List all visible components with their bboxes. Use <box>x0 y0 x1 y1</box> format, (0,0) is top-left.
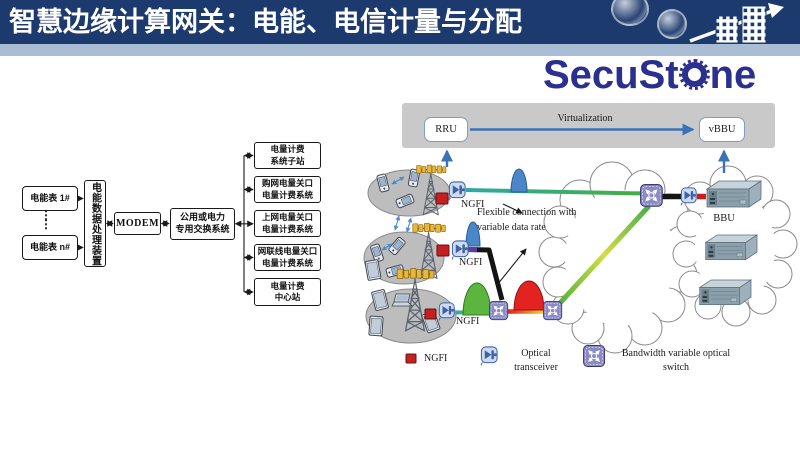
legend-transceiver-label: Optical transceiver <box>514 348 558 373</box>
bubble-decoration <box>657 9 687 39</box>
phone-icon <box>394 193 416 209</box>
server-icon <box>705 234 758 261</box>
laptop-icon <box>391 293 413 307</box>
station-box: 电量计费中心站 <box>254 278 321 306</box>
cell-tower-icon <box>396 267 435 332</box>
optical-switch-icon <box>641 185 663 207</box>
legend-ngfi-label: NGFI <box>424 353 448 364</box>
ngfi-markers <box>424 192 450 320</box>
optical-transceiver-icon <box>438 302 455 321</box>
gear-icon <box>678 59 710 90</box>
device-link-arrows <box>381 176 413 251</box>
phone-icon <box>376 173 390 193</box>
meter-n-box: 电能表 n# <box>22 235 78 260</box>
logo: SecuSt ne <box>543 53 756 98</box>
optical-transceiver-icon <box>680 187 697 206</box>
phone-icon <box>407 168 421 188</box>
phone-icon <box>387 236 407 256</box>
header-bar: 智慧边缘计算网关：电能、电信计量与分配 <box>0 0 800 44</box>
bbu-label: BBU <box>713 213 735 224</box>
slide-title: 智慧边缘计算网关：电能、电信计量与分配 <box>9 7 522 37</box>
bbu-pool-cloud <box>672 165 798 327</box>
optical-switch-icon <box>489 301 507 319</box>
header-accent-strip <box>0 44 800 56</box>
spectrum-bumps <box>462 168 545 316</box>
ngfi-label: NGFI <box>456 316 480 327</box>
legend-transceiver-icon <box>480 346 498 366</box>
cell-tower-icon <box>415 164 447 216</box>
virtualization-label: Virtualization <box>557 113 613 124</box>
meter-ellipsis: ⋮⋮ <box>40 208 52 231</box>
bubble-decoration <box>611 0 649 26</box>
modem-box: MODEM <box>114 212 161 235</box>
legend-switch-label: Bandwidth variable optical switch <box>621 348 731 373</box>
tablet-icon <box>421 310 441 334</box>
bbu-server-icon <box>706 180 762 208</box>
server-icon <box>699 279 752 306</box>
tablet-icon <box>370 288 390 312</box>
ngfi-label: NGFI <box>459 257 483 268</box>
tablet-icon <box>364 259 382 281</box>
vbbu-node: vBBU <box>699 117 745 142</box>
tablet-icon <box>368 315 384 337</box>
data-processor-box: 电能数据处理装置 <box>84 180 106 267</box>
station-box: 网联线电量关口电量计费系统 <box>254 244 321 271</box>
ngfi-label: NGFI <box>461 199 485 210</box>
optical-transceiver-icon <box>448 181 466 201</box>
legend-switch-icon <box>584 346 605 367</box>
user-cell-ellipses <box>363 169 457 344</box>
transport-network-cloud <box>538 161 700 354</box>
logo-text-start: SecuSt <box>543 53 679 97</box>
station-box: 电量计费系统子站 <box>254 142 321 169</box>
flexible-connection-annotation: Flexible connection with variable data r… <box>477 207 577 233</box>
cell-tower-icon <box>412 222 447 280</box>
phone-icon <box>369 243 385 263</box>
rru-node: RRU <box>424 117 468 142</box>
optical-switch-icon <box>543 301 561 319</box>
station-box: 购网电量关口电量计费系统 <box>254 176 321 203</box>
logo-text-end: ne <box>709 53 757 97</box>
station-box: 上网电量关口电量计费系统 <box>254 210 321 237</box>
exchange-system-box: 公用或电力专用交换系统 <box>170 208 235 240</box>
phone-icon <box>385 263 405 279</box>
meter-1-box: 电能表 1# <box>22 186 78 211</box>
legend-ngfi-icon <box>405 353 417 364</box>
user-devices <box>364 168 441 337</box>
growth-buildings-icon <box>689 3 784 44</box>
